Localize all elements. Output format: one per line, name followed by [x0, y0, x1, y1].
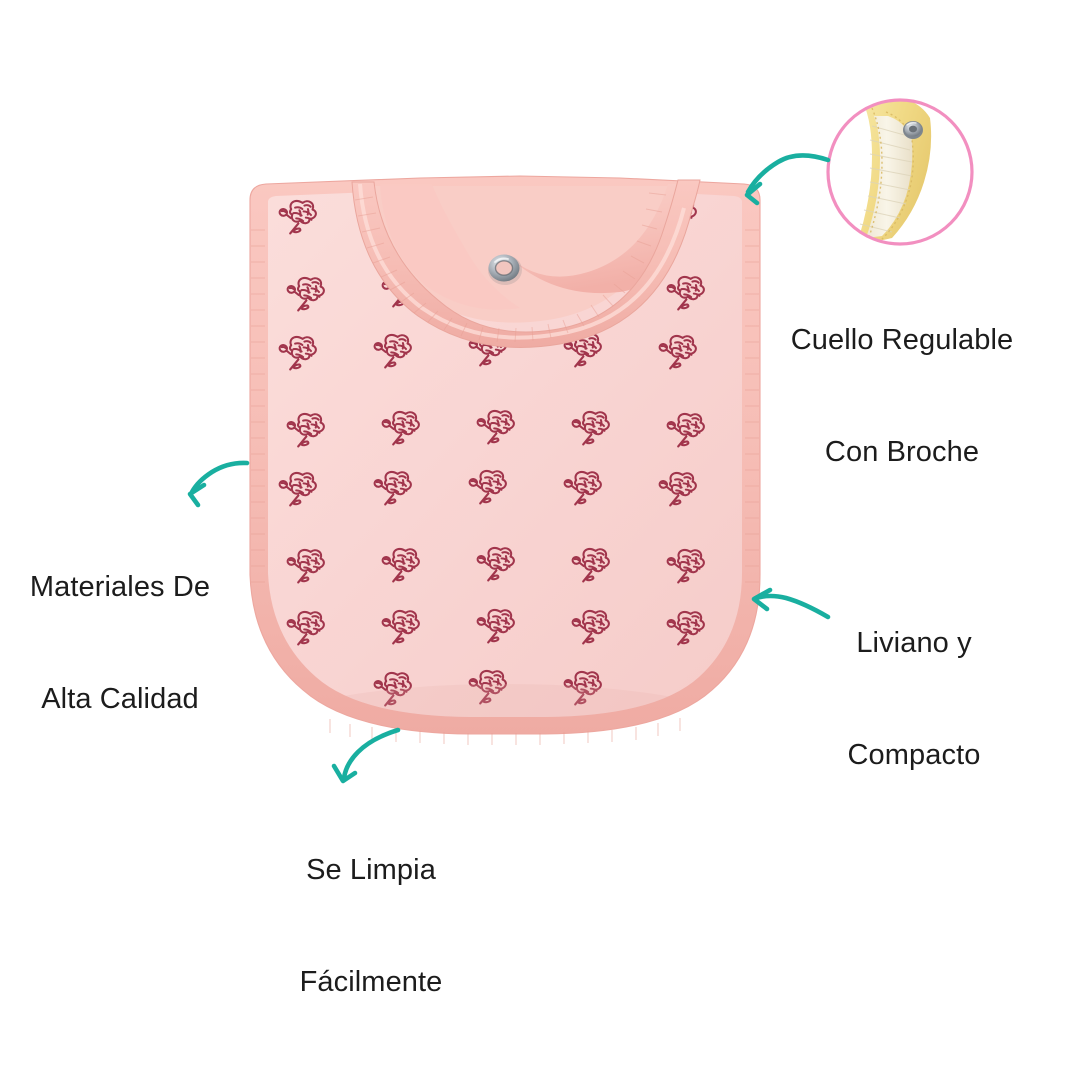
callout-label-line: Materiales De [29, 571, 211, 604]
callout-label-line: Se Limpia [306, 854, 436, 887]
callout-label-line: Con Broche [824, 435, 980, 468]
inset-snap-button [903, 121, 923, 139]
bib-body [249, 175, 761, 745]
collar-flap-left [380, 184, 520, 310]
collar-binding-highlight [358, 183, 686, 340]
callout-arrow-materiales [187, 460, 250, 508]
callout-label-line: Fácilmente [299, 965, 443, 998]
callout-label-line: Alta Calidad [41, 682, 199, 715]
callout-arrow-liviano [751, 587, 831, 620]
inset-circle-border [826, 98, 974, 246]
collar-stitching [354, 192, 667, 343]
detail-inset-circle [826, 98, 974, 246]
callout-label-line: Cuello Regulable [790, 324, 1014, 357]
callout-label-cuello-regulable: Cuello Regulable Con Broche [752, 248, 1052, 545]
callout-label-line: Compacto [847, 738, 981, 771]
binding-stitching [251, 229, 759, 745]
snap-button [488, 254, 522, 285]
callout-label-line: Liviano y [856, 627, 972, 660]
infographic-canvas: Cuello Regulable Con Broche Materiales D… [4, 98, 1052, 998]
callout-arrow-limpia [331, 727, 401, 784]
callout-arrow-cuello [744, 153, 831, 206]
callout-label-materiales-calidad: Materiales De Alta Calidad [4, 495, 236, 792]
collar-binding [351, 179, 701, 348]
callout-label-liviano-compacto: Liviano y Compacto [792, 551, 1036, 848]
callout-label-se-limpia-facilmente: Se Limpia Fácilmente [250, 778, 492, 1075]
product-illustration [187, 98, 974, 784]
